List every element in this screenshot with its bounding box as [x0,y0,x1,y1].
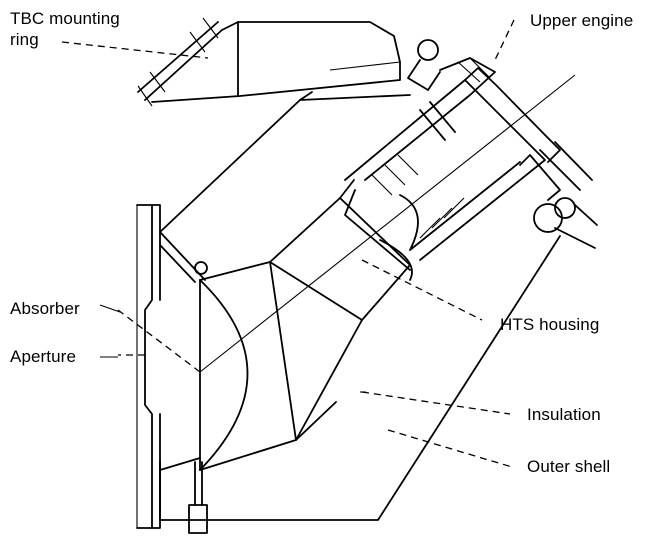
absorber-dome [199,179,355,471]
label-upper-engine: Upper engine [530,11,634,30]
leader-lines [61,19,515,468]
label-tbc-mounting-ring-line2: ring [10,30,39,49]
upper-engine-fitting [407,39,496,96]
label-insulation: Insulation [527,405,601,424]
aperture-mount [159,231,208,534]
tbc-mounting-ring [137,17,401,107]
label-hts-housing: HTS housing [500,315,600,334]
outer-shell [159,91,561,521]
axis-centerline [199,74,576,373]
label-aperture: Aperture [10,347,77,366]
engine-cylinder [344,67,598,271]
label-outer-shell: Outer shell [527,457,611,476]
hts-housing [269,197,413,441]
aperture-plate [136,204,161,529]
label-absorber: Absorber [10,299,80,318]
label-tbc-mounting-ring-line1: TBC mounting [10,9,120,28]
